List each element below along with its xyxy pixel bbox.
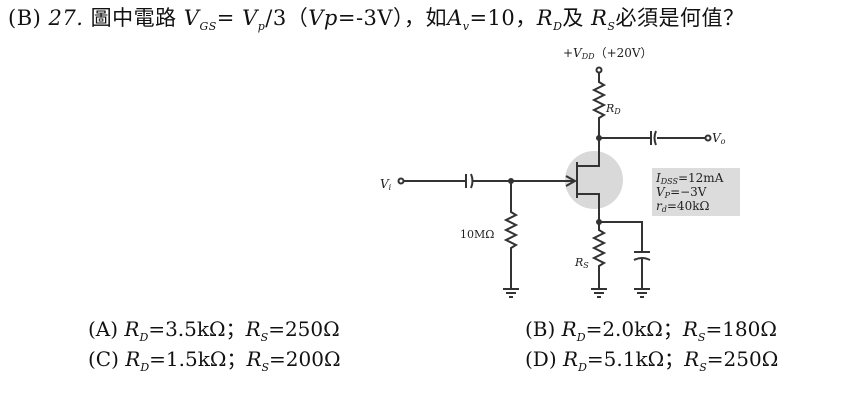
var-rs: R [591, 6, 608, 30]
value: =180Ω [705, 317, 777, 341]
option-c: (C) RD=1.5kΩ；RS=200Ω [88, 343, 341, 374]
option-b: (B) RD=2.0kΩ；RS=180Ω [525, 313, 777, 344]
value: =1.5kΩ； [149, 347, 247, 371]
var-vp: V [242, 6, 258, 30]
sub: v [462, 20, 470, 34]
value: =250Ω [268, 317, 340, 341]
vdd-label: +VDD（+20V） [563, 46, 653, 61]
sub: p [257, 20, 266, 34]
option-letter: (B) [525, 317, 556, 341]
gate-arrow-icon [565, 175, 578, 187]
answer-mark: (B) [8, 6, 42, 30]
param-vp: VP=−3V [656, 185, 707, 200]
sub: GS [199, 20, 217, 34]
vdd-terminal [595, 66, 603, 74]
jfet-symbol [576, 138, 600, 222]
var-vp2: Vp [308, 6, 338, 30]
var: R [682, 317, 698, 341]
vo-terminal [704, 134, 712, 142]
question-text: (B) 27. 圖中電路 VGS= Vp/3（Vp=-3V），如Av=10，RD… [8, 2, 744, 33]
sub: D [140, 361, 150, 374]
option-letter: (C) [88, 347, 119, 371]
param-idss: IDSS=12mA [655, 171, 724, 186]
params-box [652, 168, 740, 216]
sub: S [261, 361, 270, 374]
vi-terminal [397, 177, 405, 185]
sub: S [697, 331, 706, 344]
value: =200Ω [269, 347, 341, 371]
sub: S [607, 20, 616, 34]
value: =5.1kΩ； [586, 347, 685, 371]
rg-label: 10MΩ [460, 228, 494, 241]
value: =3.5kΩ； [148, 317, 246, 341]
question-number: 27. [48, 6, 84, 30]
sub: S [260, 331, 269, 344]
vo-label: Vo [712, 131, 726, 146]
rs-resistor [591, 222, 607, 288]
rg-resistor [503, 181, 519, 288]
sub: D [139, 331, 149, 344]
input-capacitor [404, 173, 511, 189]
sub: D [553, 20, 563, 34]
var-rd: R [536, 6, 554, 30]
var: R [125, 347, 141, 371]
var: R [245, 317, 261, 341]
param-rd: rd=40kΩ [656, 199, 709, 214]
question-part: =-3V），如 [337, 6, 448, 30]
ground-icon [634, 288, 650, 298]
sub: D [576, 331, 586, 344]
option-a: (A) RD=3.5kΩ；RS=250Ω [88, 313, 340, 344]
vi-label: Vi [380, 177, 392, 192]
question-part: = [216, 6, 243, 30]
sub: S [699, 361, 707, 374]
sub: D [578, 361, 587, 374]
option-letter: (A) [88, 317, 119, 341]
var: R [561, 317, 577, 341]
var-vgs: V [183, 6, 200, 30]
question-part: /3（ [265, 6, 309, 30]
value: =2.0kΩ； [585, 317, 683, 341]
question-part: 圖中電路 [90, 6, 177, 30]
bypass-capacitor [599, 221, 651, 288]
var: R [124, 317, 140, 341]
output-capacitor [599, 130, 705, 146]
jfet-params: IDSS=12mA VP=−3V rd=40kΩ [655, 171, 724, 214]
value: =250Ω [706, 347, 779, 371]
rd-resistor [591, 73, 607, 137]
question-part: 必須是何值？ [615, 6, 745, 30]
ground-icon [503, 288, 519, 298]
ground-icon [591, 288, 607, 298]
rs-label: RS [574, 256, 589, 270]
question-part: 及 [562, 6, 584, 30]
rd-label: RD [605, 102, 621, 116]
question-part: =10， [469, 6, 537, 30]
var-av: A [447, 6, 463, 30]
var: R [563, 347, 579, 371]
option-d: (D) RD=5.1kΩ；RS=250Ω [525, 343, 778, 374]
option-letter: (D) [525, 347, 557, 371]
var: R [684, 347, 700, 371]
var: R [246, 347, 262, 371]
